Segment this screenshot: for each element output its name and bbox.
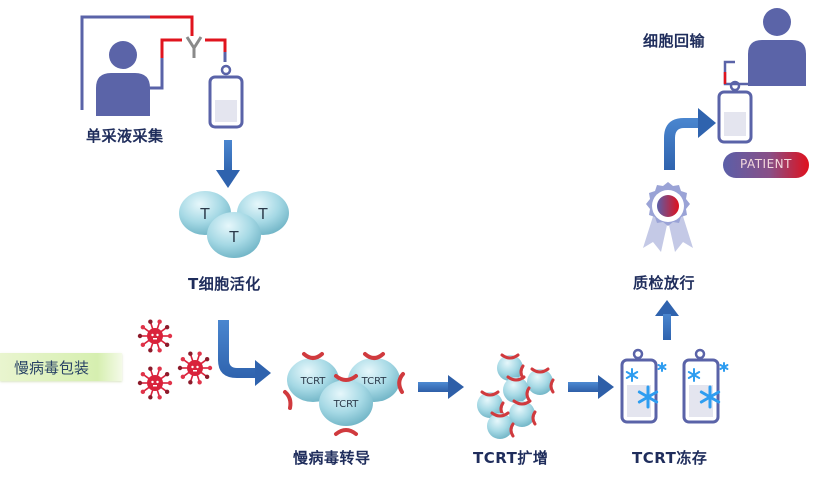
infusion-illustration	[717, 8, 806, 144]
expanded-cell-icon	[477, 390, 505, 418]
receptor-arcs	[283, 352, 405, 436]
qc-medal-icon	[643, 182, 693, 252]
snowflake-icon	[719, 362, 729, 372]
expanded-cells-illustration	[477, 353, 555, 439]
expanded-cell-icon	[487, 411, 515, 439]
cryo-bags-illustration	[620, 348, 729, 424]
y-connector-icon	[185, 36, 203, 58]
arrow-down-icon	[216, 140, 240, 188]
arrow-right-icon	[418, 375, 464, 399]
step-label-infusion: 细胞回输	[643, 32, 706, 50]
lentivirus-packaging-label: 慢病毒包装	[14, 359, 90, 377]
virus-icon	[137, 366, 173, 400]
snowflake-icon	[625, 368, 639, 382]
arrow-right-icon	[568, 375, 614, 399]
expanded-cell-icon	[509, 399, 537, 427]
snowflake-icon	[699, 385, 721, 409]
svg-text:TCRT: TCRT	[361, 376, 388, 387]
virus-icon	[137, 319, 173, 353]
step-label-expansion: TCRT扩增	[473, 449, 549, 467]
step-label-apheresis: 单采液采集	[86, 127, 164, 145]
patient-badge: PATIENT	[723, 152, 809, 178]
svg-text:T: T	[228, 228, 239, 246]
t-cells-illustration: T T T	[179, 191, 289, 258]
arrow-curve-up-right-icon	[664, 108, 716, 170]
svg-text:TCRT: TCRT	[300, 376, 327, 387]
step-label-t-activation: T细胞活化	[188, 275, 261, 293]
snowflake-icon	[657, 362, 667, 372]
virus-icon	[177, 351, 213, 385]
snowflake-icon	[687, 368, 701, 382]
arrow-up-icon	[655, 300, 679, 340]
lentivirus-packaging-tag: 慢病毒包装	[0, 353, 122, 381]
step-label-cryopreservation: TCRT冻存	[632, 449, 708, 467]
donor-person-icon	[96, 41, 150, 116]
svg-text:T: T	[199, 205, 210, 223]
tcrt-cell-icon: TCRT	[319, 380, 373, 426]
t-cell-icon: T	[207, 212, 261, 258]
expanded-cell-icon	[527, 367, 555, 395]
transduced-cells-illustration: TCRT TCRT TCRT	[283, 352, 405, 436]
expanded-cell-icon	[503, 375, 531, 403]
step-label-transduction: 慢病毒转导	[293, 449, 371, 467]
cryo-bag-icon	[682, 348, 729, 424]
svg-text:T: T	[257, 205, 268, 223]
patient-badge-label: PATIENT	[739, 157, 792, 171]
cryo-bag-icon	[620, 348, 667, 424]
infusion-bag-icon	[717, 80, 753, 144]
blood-bag-icon	[208, 64, 244, 129]
arrow-bend-right-icon	[218, 320, 271, 386]
step-label-qc-release: 质检放行	[633, 274, 696, 292]
svg-text:TCRT: TCRT	[333, 399, 360, 410]
snowflake-icon	[637, 385, 659, 409]
patient-person-icon	[748, 8, 806, 86]
